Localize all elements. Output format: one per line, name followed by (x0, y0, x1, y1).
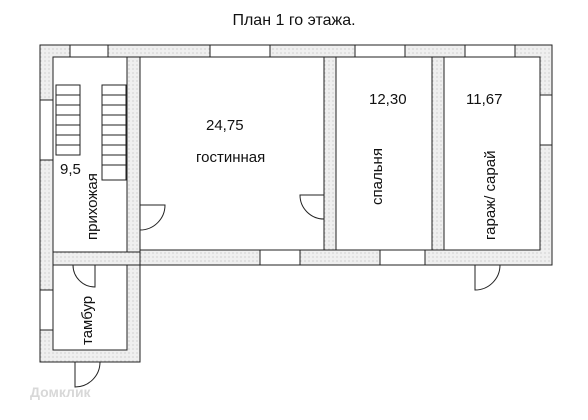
door-garage (474, 264, 501, 291)
doors (72, 194, 501, 388)
door-hallway-living (139, 204, 166, 231)
door-living-bedroom (299, 194, 325, 220)
garage-area: 11,67 (466, 91, 502, 108)
hallway-name: прихожая (84, 173, 101, 240)
living-area: 24,75 (206, 117, 244, 134)
stairs-icon (55, 84, 127, 181)
door-hallway-vestibule (72, 264, 96, 288)
plan-title: План 1 го этажа. (232, 12, 356, 29)
partitions (52, 56, 445, 266)
garage-name: гараж/ сарай (482, 151, 499, 240)
vestibule-name: тамбур (79, 296, 96, 345)
windows (39, 44, 553, 331)
living-name: гостинная (196, 149, 265, 166)
hallway-area: 9,5 (60, 161, 81, 178)
bedroom-name: спальня (369, 148, 386, 205)
door-entrance (74, 361, 101, 388)
bedroom-area: 12,30 (369, 91, 407, 108)
room-garage (443, 56, 541, 251)
room-vestibule (52, 264, 128, 351)
watermark: Домклик (30, 384, 91, 400)
